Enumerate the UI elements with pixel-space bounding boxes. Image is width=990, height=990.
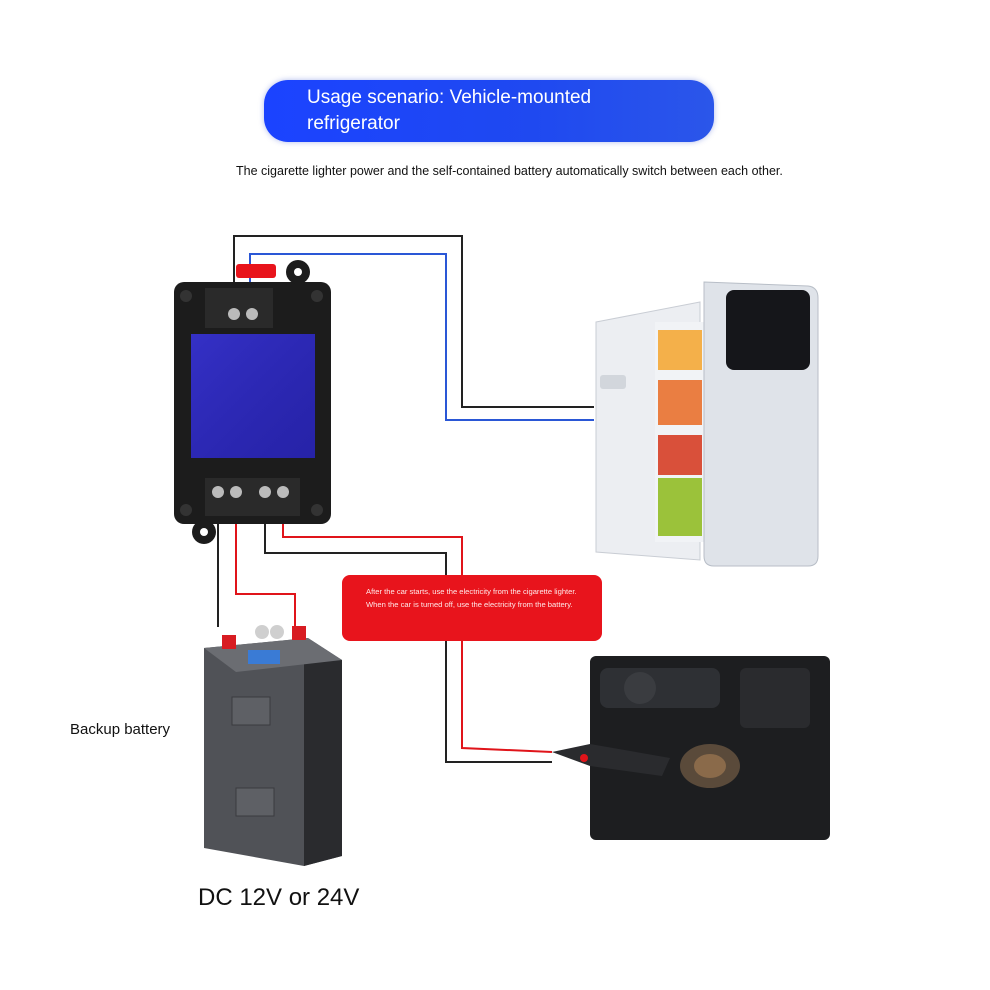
subtitle: The cigarette lighter power and the self… bbox=[236, 164, 783, 178]
wire-red-battery bbox=[235, 500, 296, 627]
backup-battery-label: Backup battery bbox=[70, 721, 171, 738]
fridge-icon bbox=[595, 281, 819, 567]
voltage-label: DC 12V or 24V bbox=[198, 884, 360, 911]
banner-title: Usage scenario: Vehicle-mounted refriger… bbox=[307, 87, 592, 134]
cigarette-lighter-plug-icon bbox=[552, 656, 830, 840]
wire-red-lighter bbox=[282, 500, 553, 753]
controller-module-icon bbox=[174, 260, 331, 544]
wire-black-fridge bbox=[233, 235, 594, 408]
wire-black-lighter bbox=[264, 500, 552, 763]
title-banner bbox=[264, 80, 714, 142]
callout-text: After the car starts, use the electricit… bbox=[366, 587, 577, 609]
battery-pack-icon bbox=[204, 625, 342, 866]
callout-box bbox=[342, 575, 602, 641]
